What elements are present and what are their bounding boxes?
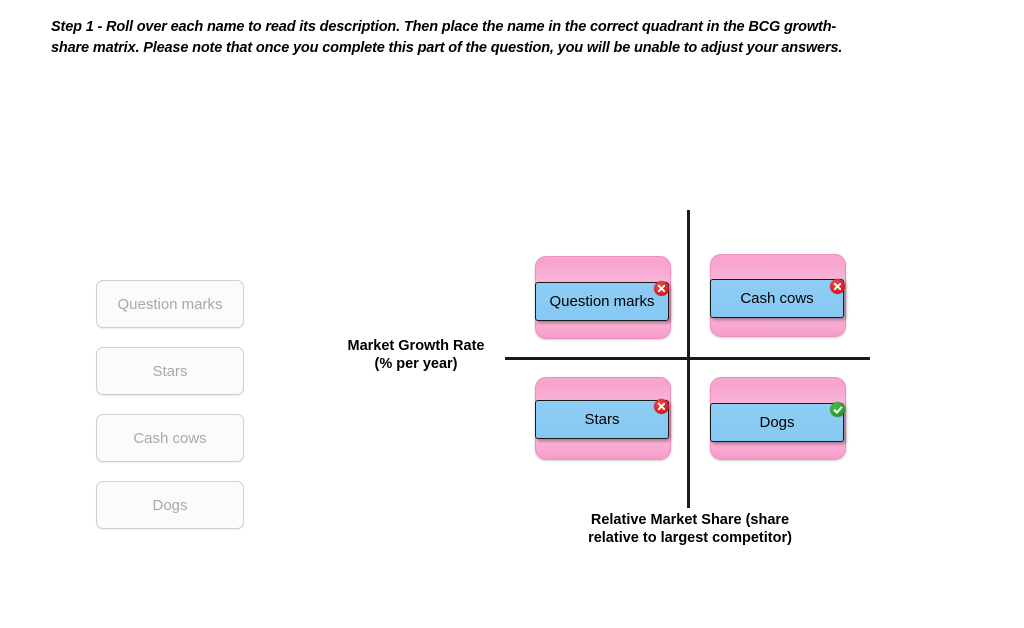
palette-item-dogs[interactable]: Dogs bbox=[96, 481, 244, 529]
name-palette: Question marks Stars Cash cows Dogs bbox=[96, 280, 244, 548]
palette-item-label: Cash cows bbox=[133, 429, 207, 447]
palette-item-label: Dogs bbox=[152, 496, 188, 514]
vertical-axis-line bbox=[687, 210, 690, 508]
close-circle-icon bbox=[654, 399, 669, 414]
y-axis-label-line2: (% per year) bbox=[374, 355, 458, 372]
placed-card-top-left[interactable]: Question marks bbox=[535, 282, 669, 321]
placed-card-label: Dogs bbox=[759, 414, 795, 431]
x-axis-label-line2: relative to largest competitor) bbox=[588, 529, 792, 546]
placed-card-label: Stars bbox=[584, 411, 620, 428]
placed-card-label: Question marks bbox=[549, 293, 655, 310]
y-axis-label: Market Growth Rate (% per year) bbox=[318, 338, 514, 373]
x-axis-label-line1: Relative Market Share (share bbox=[590, 512, 790, 528]
palette-item-label: Question marks bbox=[117, 295, 223, 313]
palette-item-label: Stars bbox=[152, 362, 188, 380]
palette-item-cash-cows[interactable]: Cash cows bbox=[96, 414, 244, 462]
x-axis-label: Relative Market Share (share relative to… bbox=[570, 512, 810, 547]
y-axis-label-line1: Market Growth Rate bbox=[347, 338, 485, 354]
horizontal-axis-line bbox=[505, 357, 870, 360]
placed-card-top-right[interactable]: Cash cows bbox=[710, 279, 844, 318]
instruction-text: Step 1 - Roll over each name to read its… bbox=[51, 19, 843, 56]
palette-item-stars[interactable]: Stars bbox=[96, 347, 244, 395]
placed-card-label: Cash cows bbox=[740, 290, 814, 307]
placed-card-bottom-left[interactable]: Stars bbox=[535, 400, 669, 439]
check-circle-icon bbox=[830, 402, 845, 417]
placed-card-bottom-right[interactable]: Dogs bbox=[710, 403, 844, 442]
close-circle-icon bbox=[830, 279, 845, 294]
palette-item-question-marks[interactable]: Question marks bbox=[96, 280, 244, 328]
close-circle-icon bbox=[654, 281, 669, 296]
